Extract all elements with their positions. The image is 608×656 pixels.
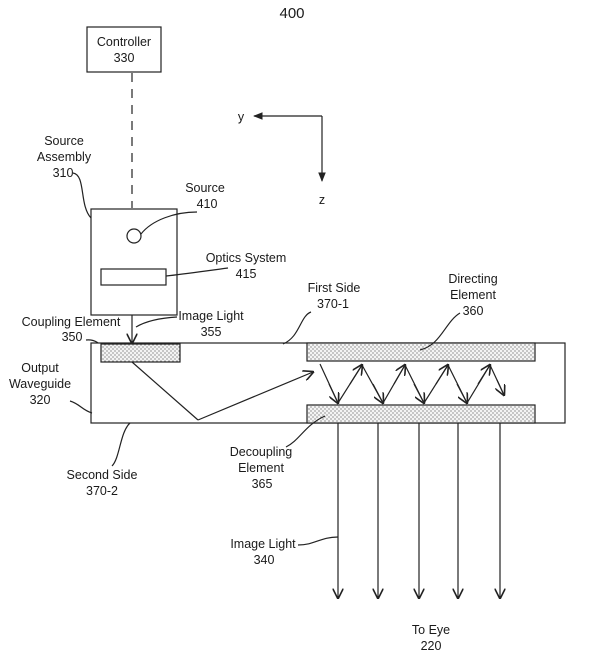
decoupling-element-leader [285, 415, 326, 448]
optics-system-label: Optics System [206, 251, 287, 265]
source-assembly-ref: 310 [53, 166, 74, 180]
source-assembly [90, 208, 178, 316]
output-waveguide-label-line2: Waveguide [9, 377, 71, 391]
to-eye-label: To Eye [412, 623, 450, 637]
decoupling-element-label-line1: Decoupling [230, 445, 293, 459]
second-side-leader [111, 422, 131, 467]
coupling-element-label: Coupling Element [22, 315, 121, 329]
figure-number: 400 [279, 5, 304, 22]
optics-system-element [100, 268, 167, 286]
source-assembly-leader [72, 172, 92, 219]
source-leader [140, 211, 198, 235]
image-light-out-ref: 340 [254, 553, 275, 567]
decoupling-element [306, 404, 536, 424]
second-side-ref: 370-2 [86, 484, 118, 498]
source-ref: 410 [197, 197, 218, 211]
first-side-leader [282, 311, 312, 345]
y-axis-label: y [238, 110, 245, 124]
image-light-in-ref: 355 [201, 325, 222, 339]
source-emitter [126, 228, 142, 244]
light-path-up [197, 372, 313, 421]
directing-element [306, 342, 536, 362]
coordinate-axes: y z [238, 110, 326, 207]
controller-label: Controller [97, 35, 151, 49]
first-side-label: First Side [308, 281, 361, 295]
image-light-out-leader [297, 536, 339, 546]
directing-element-label-line2: Element [450, 288, 496, 302]
decoupling-element-label-line2: Element [238, 461, 284, 475]
controller: Controller 330 [86, 26, 162, 73]
output-waveguide-label-line1: Output [21, 361, 59, 375]
decoupling-element-ref: 365 [252, 477, 273, 491]
image-light-in-leader [135, 316, 178, 328]
light-path-down [131, 361, 199, 421]
directing-element-ref: 360 [463, 304, 484, 318]
source-assembly-label-line1: Source [44, 134, 84, 148]
image-light-out-label: Image Light [230, 537, 296, 551]
image-light-in-label: Image Light [178, 309, 244, 323]
source-assembly-label-line2: Assembly [37, 150, 92, 164]
directing-element-leader [419, 312, 461, 351]
output-waveguide-leader [69, 400, 93, 414]
coupling-element-ref: 350 [62, 330, 83, 344]
to-eye-ref: 220 [421, 639, 442, 653]
first-side-ref: 370-1 [317, 297, 349, 311]
optics-system-leader [165, 267, 229, 277]
image-light-out-rays [338, 423, 500, 598]
source-label: Source [185, 181, 225, 195]
directing-element-label-line1: Directing [448, 272, 497, 286]
z-axis-label: z [319, 193, 325, 207]
coupling-element [100, 343, 181, 363]
controller-ref: 330 [114, 51, 135, 65]
output-waveguide-ref: 320 [30, 393, 51, 407]
second-side-label: Second Side [67, 468, 138, 482]
optics-system-ref: 415 [236, 267, 257, 281]
zigzag-arrowheads [328, 365, 504, 403]
